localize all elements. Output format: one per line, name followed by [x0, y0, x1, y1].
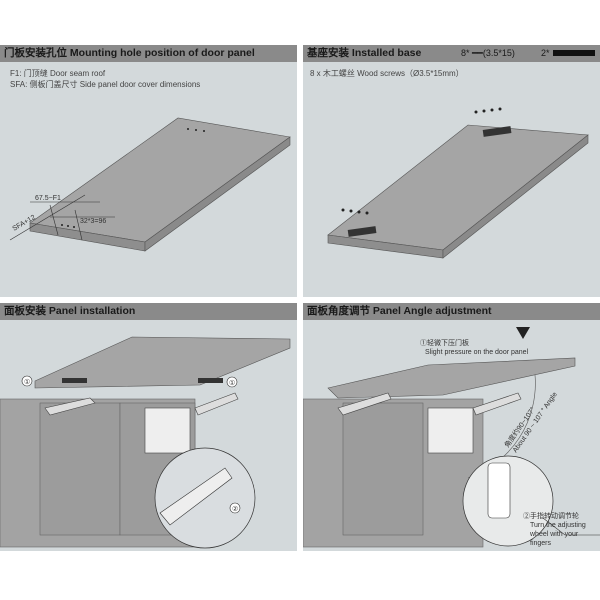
base-install-drawing	[327, 107, 589, 259]
step2-en-1: Turn the adjusting	[530, 522, 586, 529]
door-panel-drawing: 67.5−F1 SFA+12 32*3=96	[9, 117, 291, 252]
panel-title-text: 基座安装 Installed base	[307, 47, 422, 59]
screws-note: 8 x 木工螺丝 Wood screws（Ø3.5*15mm）	[310, 69, 464, 78]
step1-cn: ①轻微下压门板	[420, 338, 469, 347]
panel-title: 面板角度调节 Panel Angle adjustment	[303, 303, 600, 320]
note-sfa: SFA: 侧板门盖尺寸 Side panel door cover dimens…	[10, 80, 201, 89]
step1-en: Slight pressure on the door panel	[425, 349, 529, 356]
step-1-right: ①	[229, 379, 235, 387]
step2-cn: ②手指转动调节轮	[523, 511, 579, 520]
panel-installed-base: 基座安装 Installed base 8* ━━(3.5*15) 2* 8 x…	[303, 45, 600, 297]
panel-title: 门板安装孔位 Mounting hole position of door pa…	[0, 45, 297, 62]
panel-title: 面板安装 Panel installation	[0, 303, 297, 320]
press-arrow-icon	[516, 327, 530, 339]
base-plate-icon	[553, 50, 595, 56]
dim-67-5: 67.5−F1	[35, 195, 61, 202]
angle-adjust-drawing: ①轻微下压门板 Slight pressure on the door pane…	[303, 327, 600, 548]
panel-mounting-holes: 门板安装孔位 Mounting hole position of door pa…	[0, 45, 297, 297]
dim-96: 32*3=96	[80, 218, 106, 225]
screw-count: 8* ━━(3.5*15)	[461, 48, 515, 58]
note-f1: F1: 门顶缝 Door seam roof	[10, 69, 106, 78]
panel-installation: 面板安装 Panel installation ① ① ②	[0, 303, 297, 551]
step2-en-3: fingers	[530, 540, 552, 547]
base-count: 2*	[541, 48, 550, 58]
panel-title: 基座安装 Installed base 8* ━━(3.5*15) 2*	[303, 45, 600, 62]
step-1-left: ①	[24, 378, 30, 386]
step2-en-2: wheel with your	[529, 531, 579, 538]
panel-angle-adjustment: 面板角度调节 Panel Angle adjustment ①轻微下压门板 Sl…	[303, 303, 600, 551]
panel-install-drawing: ① ① ②	[0, 336, 291, 549]
step-2: ②	[232, 505, 238, 513]
